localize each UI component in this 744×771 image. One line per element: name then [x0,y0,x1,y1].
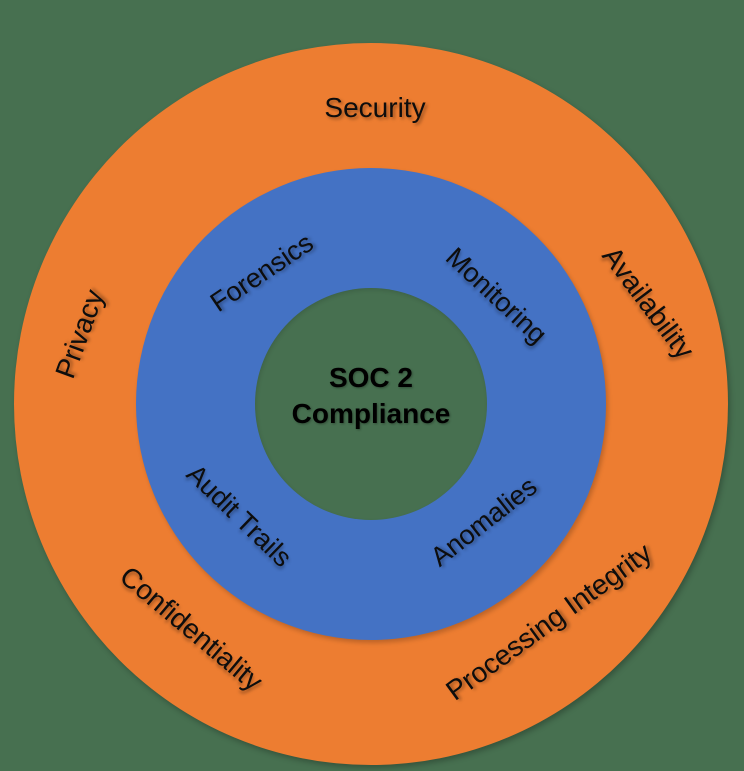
inner-circle [255,288,487,520]
center-title-line1: SOC 2 [328,362,414,393]
outer-label-security: Security [324,92,426,123]
center-title: SOC 2 Compliance [292,360,451,432]
center-title-line2: Compliance [291,398,451,429]
